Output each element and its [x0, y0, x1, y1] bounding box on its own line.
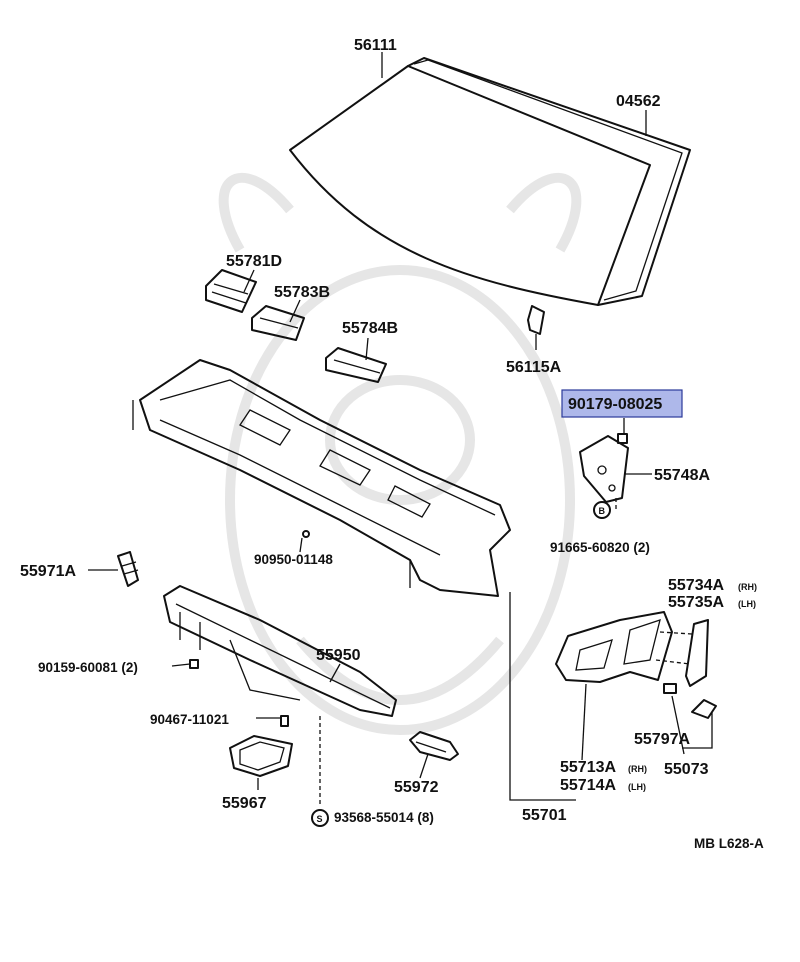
bolt-90159-60081[interactable] [189, 659, 199, 669]
label-55950: 55950 [316, 647, 361, 664]
label-93568-55014: 93568-55014 (8) [334, 810, 434, 825]
label-55748a: 55748A [654, 467, 710, 484]
cowl-seal-55781d[interactable] [205, 269, 257, 313]
bracket-55748a[interactable] [579, 435, 629, 503]
cowl-panel-55701[interactable] [132, 359, 511, 597]
cowl-brace-55950[interactable] [163, 585, 397, 717]
label-55073: 55073 [664, 761, 709, 778]
label-55701: 55701 [522, 807, 567, 824]
label-90159-60081: 90159-60081 (2) [38, 660, 138, 675]
side-panel-55713a[interactable] [555, 611, 673, 683]
label-90179-08025: 90179-08025 [568, 396, 662, 413]
clip-91665[interactable]: B [593, 501, 611, 519]
windshield-moulding[interactable] [407, 57, 691, 306]
cowl-seal-55784b[interactable] [325, 347, 387, 383]
clip-marker-symbol: B [599, 506, 606, 516]
highlighted-part-box[interactable]: 90179-08025 [561, 389, 683, 418]
glass-spacer-56115a[interactable] [527, 305, 545, 335]
leader-lines [88, 52, 713, 801]
label-55714a: 55714A [560, 777, 616, 794]
label-04562: 04562 [616, 93, 661, 110]
label-55967: 55967 [222, 795, 267, 812]
clip-55073[interactable] [691, 699, 717, 719]
label-56111: 56111 [354, 37, 397, 54]
dashed-leaders [319, 498, 693, 806]
label-90467-11021: 90467-11021 [150, 712, 229, 727]
label-55735a-side: (LH) [738, 599, 756, 609]
watermark-emblem [218, 173, 582, 735]
label-55735a: 55735A [668, 594, 724, 611]
label-55734a: 55734A [668, 577, 724, 594]
label-55714a-side: (LH) [628, 782, 646, 792]
bolt-90467-11021[interactable] [280, 715, 289, 727]
grommet-55797a[interactable] [663, 683, 677, 694]
screw-marker-symbol: S [317, 814, 323, 824]
label-55797a: 55797A [634, 731, 690, 748]
label-90950-01148: 90950-01148 [254, 552, 333, 567]
label-55781d: 55781D [226, 253, 282, 270]
label-55734a-side: (RH) [738, 582, 757, 592]
label-55972: 55972 [394, 779, 439, 796]
diagram-reference-code: MB L628-A [694, 836, 764, 851]
drain-cover-55967[interactable] [229, 735, 293, 777]
screw-90950-01148[interactable] [302, 530, 310, 538]
label-55713a-side: (RH) [628, 764, 647, 774]
label-55971a: 55971A [20, 563, 76, 580]
cowl-seal-55783b[interactable] [251, 305, 305, 341]
label-91665-60820: 91665-60820 (2) [550, 540, 650, 555]
label-55713a: 55713A [560, 759, 616, 776]
label-55784b: 55784B [342, 320, 398, 337]
windshield-glass[interactable] [289, 65, 651, 306]
nut-90179-08025[interactable] [617, 433, 628, 444]
hose-55972[interactable] [409, 731, 459, 761]
seal-55734a[interactable] [685, 619, 709, 687]
screw-93568-55014[interactable]: S [311, 809, 329, 827]
label-56115a: 56115A [506, 359, 562, 376]
label-55783b: 55783B [274, 284, 330, 301]
hose-55971a[interactable] [117, 551, 139, 587]
